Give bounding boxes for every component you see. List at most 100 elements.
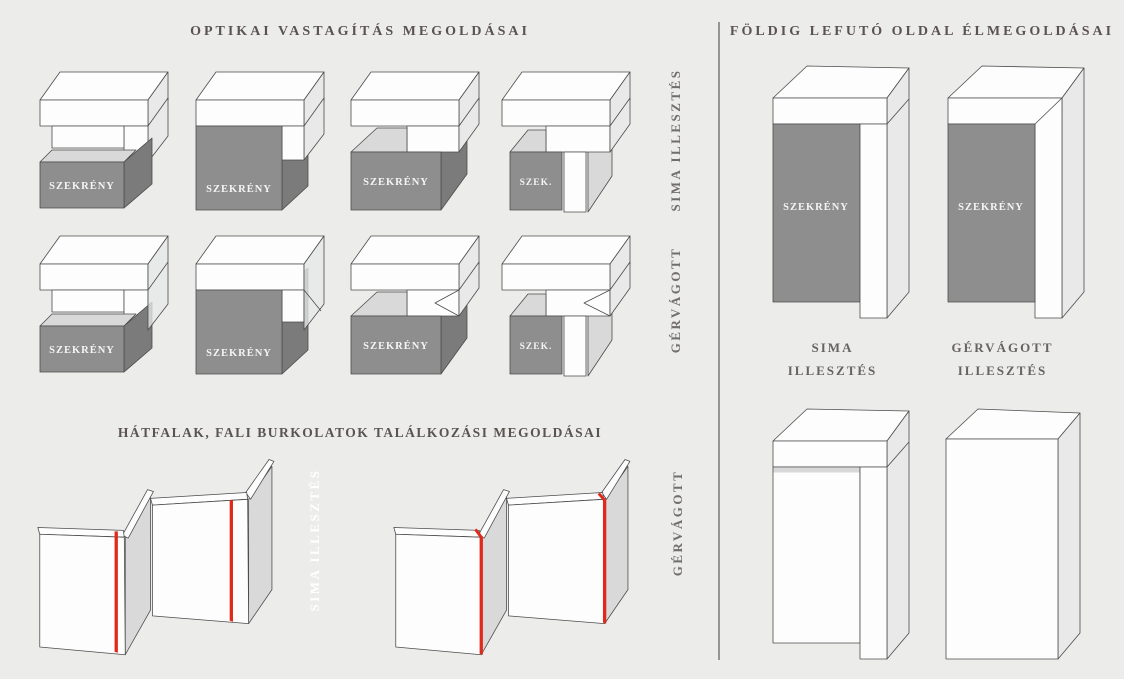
slab-top-face [501,235,631,265]
cabinet-top-face [350,291,408,317]
front-panel [945,438,1059,660]
slab-front-band [39,263,149,291]
cabinet-iso-drawing: SZEKRÉNY [195,71,325,211]
side-seam [886,98,910,125]
cabinet-top-face [350,127,408,153]
cabinet-top-face [39,149,137,163]
cabinet-front [350,151,442,211]
under-band-side [609,261,631,317]
slab-top-face [39,235,169,265]
blind-front [281,125,305,161]
floor-pillar [563,315,587,377]
joint-red-kink-2 [597,492,606,502]
cabinet-opening [947,123,1036,303]
top-band [772,440,888,468]
optical-diagram-mitre-4: SZEK. [500,226,636,386]
cabinet-iso-drawing: SZEKRÉNY [350,71,480,211]
side-face [886,67,910,319]
return2-top-edge [601,459,631,500]
floor-pillar [859,466,888,660]
slab-top-face [350,71,480,101]
mitred-side-panel [303,235,325,331]
backwall-diagram-flat [32,448,304,678]
optical-diagram-flat-1: SZEKRÉNY [38,62,174,222]
row1-side-label: SIMA ILLESZTÉS [668,68,683,212]
cabinet-front [39,325,125,373]
backwall-diagram1-label: SIMA ILLESZTÉS [307,468,322,612]
slab-front-band [195,263,305,291]
panelB-front [152,498,250,625]
tall-cabinet-iso-drawing: SZEKRÉNY [947,65,1085,319]
floor-pillar [563,151,587,213]
slab-top-face [501,71,631,101]
tall-cabinet-mitre-open: SZEKRÉNY [940,60,1090,333]
under-band [406,125,460,153]
optical-diagram-flat-3: SZEKRÉNY [349,62,485,222]
cabinet-label: SZEKRÉNY [49,180,115,192]
slab-top-face [772,65,910,99]
cabinet-iso-drawing: SZEKRÉNY [39,71,169,209]
cabinet-top-face [509,129,547,153]
tall-cabinet-mitre-closed [938,405,1088,670]
caption-line: SIMA [811,340,854,355]
cabinet-label: SZEK. [520,178,553,188]
cabinet-iso-drawing: SZEK. [501,235,631,377]
slab-top-face [39,71,169,101]
cabinet-front [39,161,125,209]
optical-diagram-flat-4: SZEK. [500,62,636,222]
panelA-front [395,533,482,656]
cabinet-front [509,151,563,211]
floor-pillar [859,123,888,319]
slab-top-face [195,235,325,265]
cabinet-label: SZEKRÉNY [783,201,849,213]
joint-red-line-2 [602,499,607,624]
mitre-seam [303,289,322,312]
section-divider [718,22,720,660]
mitre-seam [147,261,169,291]
caption-line: ILLESZTÉS [787,363,878,378]
slab-top-face [945,408,1081,440]
cabinet-label: SZEKRÉNY [363,340,429,352]
cabinet-label: SZEKRÉNY [363,176,429,188]
tall-cabinet-flat-open: SZEKRÉNY [765,60,915,333]
optical-section-title: OPTIKAI VASTAGÍTÁS MEGOLDÁSAI [190,24,530,39]
backwall-diagram2-label: GÉRVÁGOTT [670,469,685,577]
recessed-band [51,125,125,149]
cabinet-front [195,289,283,375]
side-face [1061,67,1085,319]
front-panel [772,466,861,644]
mitre-seam [1034,97,1063,125]
mitred-side-panel [147,235,169,331]
cabinet-label: SZEKRÉNY [206,183,272,195]
optical-diagram-mitre-1: SZEKRÉNY [38,226,174,386]
optical-diagram-flat-2: SZEKRÉNY [194,62,330,222]
joint-red-line-1 [114,531,118,653]
slab-front-band [350,99,460,127]
backwall-section-title: HÁTFALAK, FALI BURKOLATOK TALÁLKOZÁSI ME… [117,425,603,440]
cabinet-front [195,125,283,211]
under-band-side [458,97,480,153]
return2-top-edge [245,459,275,500]
side-face [886,410,910,660]
cabinet-label: SZEK. [520,342,553,352]
recessed-band [51,289,125,313]
wall-iso-drawing [37,459,275,656]
slab-front-band [501,99,611,127]
tall-cabinet-flat-closed [765,403,915,674]
panelA-front [39,533,126,656]
joint-red-line-2 [229,500,233,622]
panelB-front [508,498,606,625]
return1-top-edge [121,489,154,539]
cabinet-label: SZEKRÉNY [958,201,1024,213]
joint-red-kink-1 [474,528,483,539]
slab-top-face [947,65,1085,99]
slab-front-band [501,263,611,291]
caption-flat-joint: SIMA ILLESZTÉS [765,336,900,382]
caption-line: GÉRVÁGOTT [951,340,1054,355]
cabinet-iso-drawing: SZEKRÉNY [350,235,480,375]
wall-iso-drawing [393,459,631,656]
cabinet-label: SZEKRÉNY [49,344,115,356]
tall-cabinet-iso-drawing [945,408,1081,660]
backwall-diagram-mitre [388,448,660,678]
cabinet-iso-drawing: SZEKRÉNY [39,235,169,373]
